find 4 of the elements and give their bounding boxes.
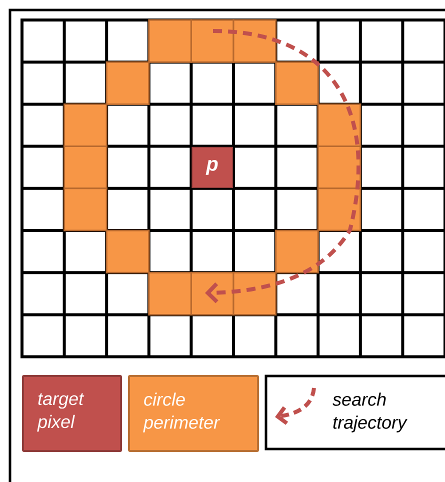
legend-label: circle perimeter bbox=[143, 392, 220, 432]
legend-label: search trajectory bbox=[332, 392, 408, 432]
target-pixel: p bbox=[192, 146, 233, 188]
legend-label: target pixel bbox=[37, 393, 84, 432]
